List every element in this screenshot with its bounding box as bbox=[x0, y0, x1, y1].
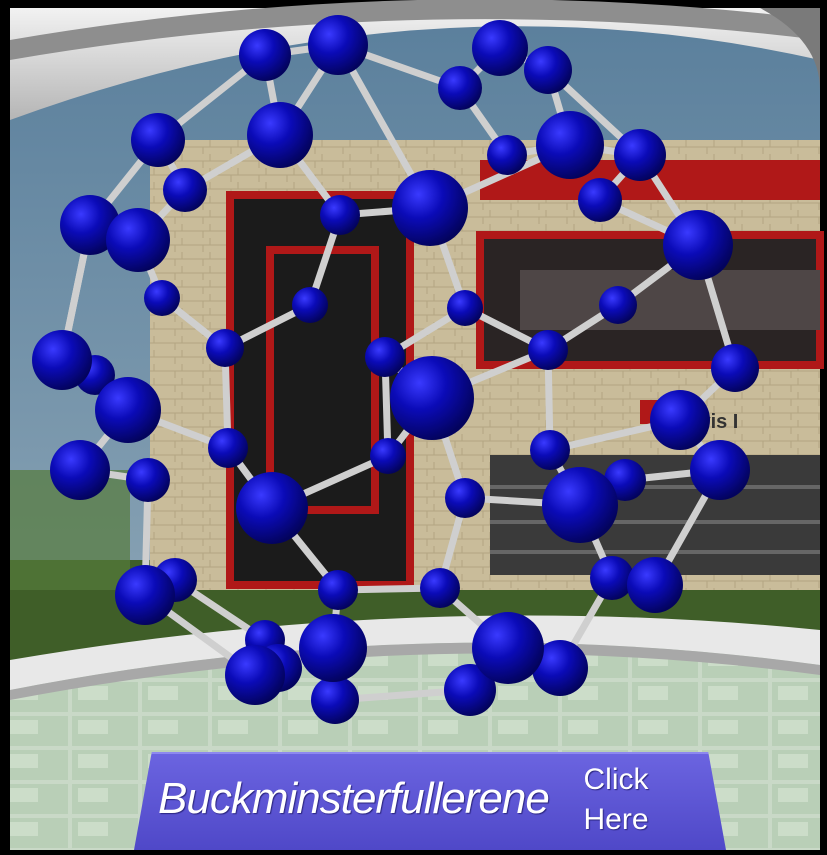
carbon-atom bbox=[390, 356, 474, 440]
carbon-atom bbox=[650, 390, 710, 450]
carbon-atom bbox=[590, 556, 634, 600]
carbon-atom bbox=[163, 168, 207, 212]
carbon-atom bbox=[206, 329, 244, 367]
carbon-atom bbox=[115, 565, 175, 625]
carbon-atom bbox=[420, 568, 460, 608]
carbon-atom bbox=[225, 645, 285, 705]
carbon-atom bbox=[599, 286, 637, 324]
carbon-atom bbox=[308, 15, 368, 75]
carbon-atom bbox=[472, 20, 528, 76]
molecule-info-sign[interactable]: Buckminsterfullerene Click Here bbox=[134, 752, 726, 850]
click-here-button[interactable]: Click Here bbox=[576, 760, 656, 840]
carbon-atom bbox=[438, 66, 482, 110]
carbon-atom bbox=[542, 467, 618, 543]
carbon-atom bbox=[524, 46, 572, 94]
carbon-atom bbox=[106, 208, 170, 272]
carbon-atom bbox=[530, 430, 570, 470]
carbon-atom bbox=[131, 113, 185, 167]
carbon-atom bbox=[487, 135, 527, 175]
carbon-atom bbox=[311, 676, 359, 724]
carbon-atom bbox=[247, 102, 313, 168]
carbon-atom bbox=[60, 195, 120, 255]
carbon-atom bbox=[711, 344, 759, 392]
carbon-atom bbox=[318, 570, 358, 610]
carbon-atom bbox=[447, 290, 483, 326]
carbon-atom bbox=[444, 664, 496, 716]
carbon-atom bbox=[239, 29, 291, 81]
carbon-atom bbox=[392, 170, 468, 246]
carbon-atom bbox=[126, 458, 170, 502]
carbon-atom bbox=[578, 178, 622, 222]
sign-title: Buckminsterfullerene bbox=[158, 774, 550, 823]
carbon-atom bbox=[536, 111, 604, 179]
carbon-atom bbox=[627, 557, 683, 613]
carbon-atom bbox=[32, 330, 92, 390]
carbon-atom bbox=[532, 640, 588, 696]
carbon-atom bbox=[365, 337, 405, 377]
carbon-atom bbox=[292, 287, 328, 323]
click-label-line2: Here bbox=[583, 803, 649, 836]
carbon-atom bbox=[614, 129, 666, 181]
carbon-atom bbox=[472, 612, 544, 684]
carbon-atom bbox=[370, 438, 406, 474]
carbon-atom bbox=[320, 195, 360, 235]
carbon-atom bbox=[528, 330, 568, 370]
carbon-atom bbox=[299, 614, 367, 682]
carbon-atom bbox=[95, 377, 161, 443]
carbon-atom bbox=[445, 478, 485, 518]
carbon-atom bbox=[144, 280, 180, 316]
dome-canopy bbox=[10, 8, 820, 120]
buckminsterfullerene-model[interactable] bbox=[32, 15, 759, 724]
carbon-atom bbox=[663, 210, 733, 280]
carbon-atom bbox=[208, 428, 248, 468]
carbon-atom bbox=[50, 440, 110, 500]
click-label-line1: Click bbox=[583, 763, 649, 796]
carbon-atom bbox=[236, 472, 308, 544]
carbon-atom bbox=[690, 440, 750, 500]
